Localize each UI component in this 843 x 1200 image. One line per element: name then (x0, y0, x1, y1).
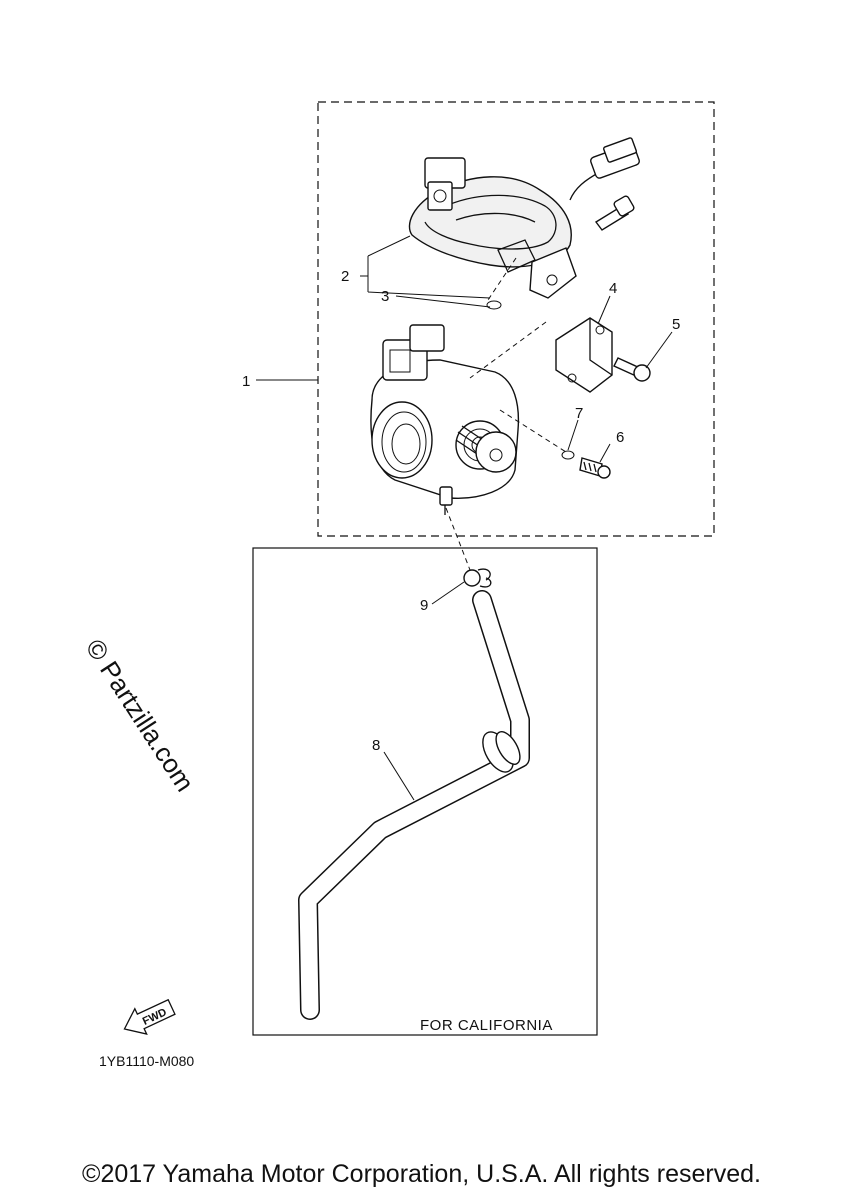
fwd-arrow-icon: FWD (123, 998, 176, 1035)
callout-2: 2 (341, 268, 349, 285)
callout-8: 8 (372, 737, 380, 754)
callout-4: 4 (609, 280, 617, 297)
callout-3: 3 (381, 288, 389, 305)
diagram-code: 1YB1110-M080 (99, 1053, 194, 1069)
screw-part (594, 195, 635, 231)
california-label: FOR CALIFORNIA (420, 1017, 553, 1034)
assembly-dashed-box (317, 101, 715, 537)
callout-1: 1 (242, 373, 250, 390)
hose-clip-part (463, 568, 492, 588)
callout-9: 9 (420, 597, 428, 614)
o-ring-part (486, 300, 502, 310)
hose-part (298, 590, 530, 1020)
callout-6: 6 (616, 429, 624, 446)
callout-7: 7 (575, 405, 583, 422)
bracket-part (555, 317, 613, 393)
california-box (252, 547, 598, 1036)
fwd-label: FWD (141, 1006, 169, 1027)
throttle-body-part (370, 324, 520, 515)
copyright-notice: ©2017 Yamaha Motor Corporation, U.S.A. A… (82, 1160, 761, 1188)
callout-5: 5 (672, 316, 680, 333)
wire-harness-part (408, 137, 640, 299)
bolt-part (613, 357, 651, 382)
callout-leaders (256, 235, 673, 801)
screw-valve-part (561, 450, 611, 479)
